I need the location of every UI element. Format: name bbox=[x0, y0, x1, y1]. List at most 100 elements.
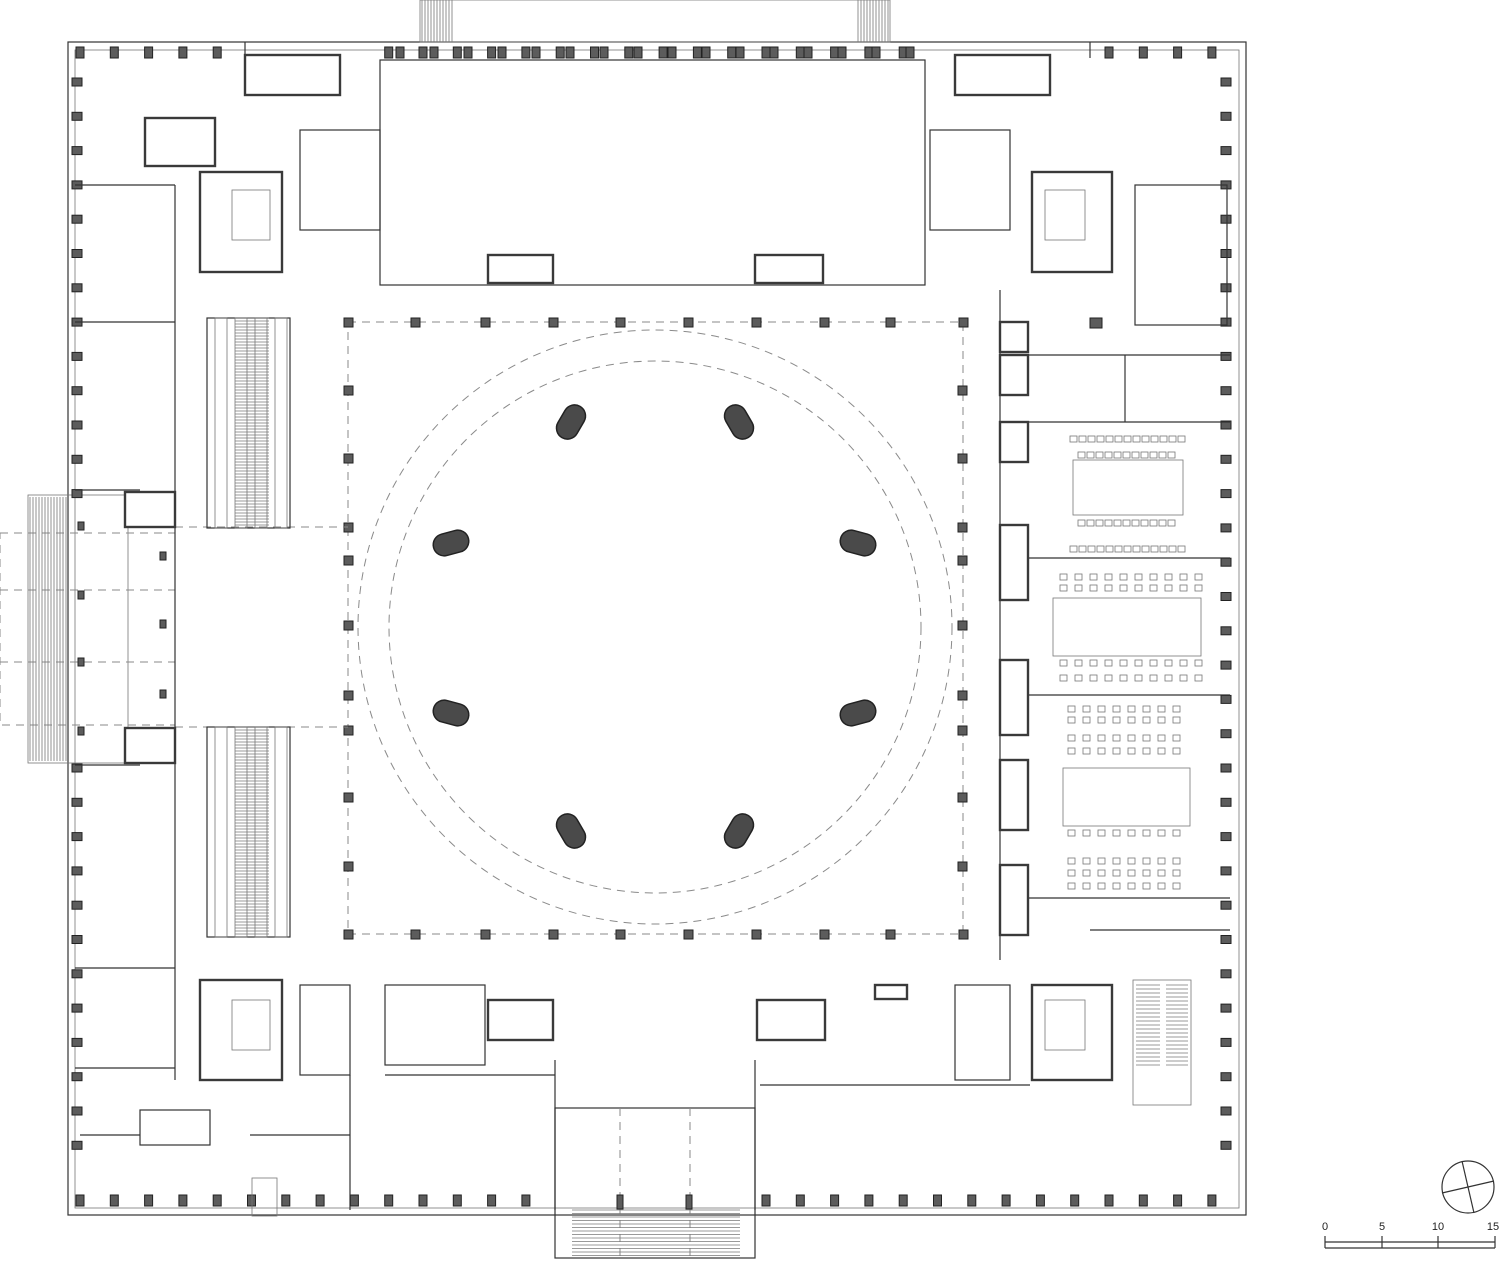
column bbox=[957, 555, 968, 566]
chair bbox=[1142, 829, 1151, 837]
chair bbox=[1095, 519, 1104, 527]
chair bbox=[1089, 659, 1098, 667]
column bbox=[1207, 46, 1217, 59]
chair bbox=[1067, 716, 1076, 724]
chair bbox=[1119, 584, 1128, 592]
column bbox=[521, 46, 531, 59]
chair bbox=[1082, 857, 1091, 865]
column bbox=[1220, 660, 1232, 670]
chair bbox=[1172, 716, 1181, 724]
column bbox=[933, 1194, 942, 1207]
chair bbox=[1179, 659, 1188, 667]
atrium-links bbox=[175, 526, 348, 728]
chair bbox=[1127, 869, 1136, 877]
chair bbox=[1067, 869, 1076, 877]
column bbox=[1220, 283, 1232, 293]
chair bbox=[1127, 829, 1136, 837]
chair bbox=[1074, 573, 1083, 581]
chair bbox=[1134, 674, 1143, 682]
chair bbox=[1067, 882, 1076, 890]
column bbox=[1220, 557, 1232, 567]
column bbox=[957, 861, 968, 872]
chair bbox=[1150, 545, 1159, 553]
chair bbox=[1097, 869, 1106, 877]
chair bbox=[1082, 829, 1091, 837]
chair bbox=[1112, 829, 1121, 837]
column bbox=[178, 1194, 188, 1207]
column bbox=[1220, 420, 1232, 430]
chair bbox=[1082, 869, 1091, 877]
column bbox=[178, 46, 188, 59]
column bbox=[71, 351, 83, 361]
column bbox=[212, 1194, 222, 1207]
chair bbox=[1086, 451, 1095, 459]
chair bbox=[1112, 705, 1121, 713]
atrium-pier bbox=[432, 699, 470, 727]
chair bbox=[1089, 573, 1098, 581]
column bbox=[599, 46, 609, 59]
column bbox=[71, 489, 83, 499]
column bbox=[71, 214, 83, 224]
column bbox=[395, 46, 405, 59]
column bbox=[727, 46, 737, 59]
column bbox=[957, 453, 968, 464]
column bbox=[837, 46, 847, 59]
chair bbox=[1074, 659, 1083, 667]
chair bbox=[1150, 435, 1159, 443]
column bbox=[1138, 46, 1148, 59]
chair bbox=[1067, 747, 1076, 755]
chair bbox=[1097, 857, 1106, 865]
column bbox=[761, 1194, 771, 1207]
chair bbox=[1167, 519, 1176, 527]
column bbox=[667, 46, 677, 59]
column bbox=[1138, 1194, 1148, 1207]
cores bbox=[143, 53, 1192, 1106]
column bbox=[830, 1194, 840, 1207]
escalator bbox=[274, 726, 288, 938]
atrium bbox=[343, 317, 969, 940]
chair bbox=[1127, 734, 1136, 742]
perimeter-columns bbox=[71, 46, 1232, 1207]
column bbox=[701, 46, 711, 59]
north-hall bbox=[379, 59, 926, 286]
chair bbox=[1082, 716, 1091, 724]
chair bbox=[1069, 435, 1078, 443]
column bbox=[71, 1037, 83, 1047]
chair bbox=[1168, 545, 1177, 553]
column bbox=[343, 792, 354, 803]
chair bbox=[1096, 435, 1105, 443]
chair bbox=[1142, 882, 1151, 890]
column bbox=[1220, 214, 1232, 224]
column bbox=[71, 420, 83, 430]
column bbox=[71, 283, 83, 293]
chair bbox=[1172, 705, 1181, 713]
column bbox=[795, 46, 805, 59]
chair bbox=[1123, 435, 1132, 443]
chair bbox=[1149, 451, 1158, 459]
column bbox=[71, 797, 83, 807]
column bbox=[531, 46, 541, 59]
column bbox=[692, 46, 702, 59]
column bbox=[452, 46, 462, 59]
east-rooms bbox=[998, 184, 1230, 960]
column bbox=[683, 929, 694, 940]
chair bbox=[1157, 857, 1166, 865]
column bbox=[957, 522, 968, 533]
column bbox=[957, 725, 968, 736]
atrium-pier bbox=[723, 404, 755, 440]
chair bbox=[1097, 747, 1106, 755]
chair bbox=[1097, 882, 1106, 890]
chair bbox=[1140, 519, 1149, 527]
column bbox=[735, 46, 745, 59]
chair bbox=[1105, 545, 1114, 553]
column bbox=[958, 929, 969, 940]
column bbox=[75, 1194, 85, 1207]
column bbox=[144, 1194, 154, 1207]
column bbox=[1220, 1140, 1232, 1150]
column bbox=[761, 46, 771, 59]
chair bbox=[1164, 674, 1173, 682]
chair bbox=[1177, 545, 1186, 553]
column bbox=[452, 1194, 462, 1207]
chair bbox=[1194, 584, 1203, 592]
column bbox=[795, 1194, 805, 1207]
